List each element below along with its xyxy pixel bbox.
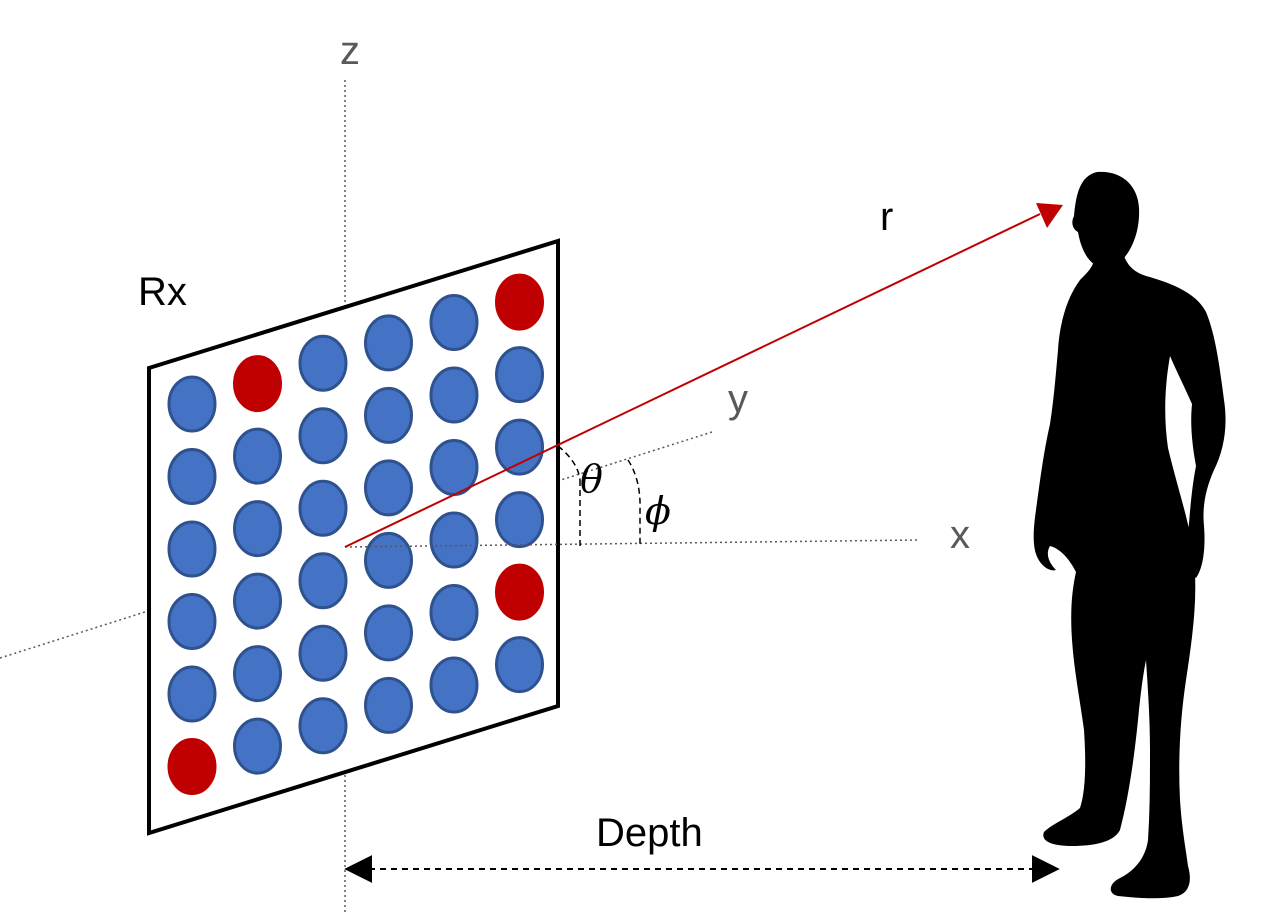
antenna-element — [233, 717, 282, 775]
highlighted-antenna-element — [495, 273, 544, 331]
antenna-element — [364, 386, 413, 444]
range-label: r — [880, 195, 893, 239]
antenna-element — [233, 427, 282, 485]
antenna-element — [298, 552, 348, 610]
human-silhouette-icon — [1033, 171, 1226, 899]
antenna-element — [167, 448, 217, 505]
antenna-element — [429, 511, 479, 569]
z-axis-label: z — [340, 29, 360, 73]
antenna-element — [298, 697, 348, 755]
antenna-element — [364, 676, 413, 734]
antenna-element — [429, 656, 479, 714]
antenna-element — [429, 584, 479, 641]
y-axis-label: y — [728, 377, 748, 421]
antenna-element — [298, 624, 348, 682]
rx-label: Rx — [138, 270, 187, 314]
highlighted-antenna-element — [495, 563, 544, 621]
antenna-element — [298, 407, 348, 465]
highlighted-antenna-element — [167, 738, 217, 795]
x-axis-label: x — [950, 513, 970, 557]
antenna-element — [495, 636, 544, 694]
phi-arc — [627, 459, 641, 544]
antenna-element-grid — [167, 273, 544, 795]
antenna-element — [495, 346, 544, 404]
antenna-element — [298, 479, 348, 537]
theta-label: θ — [580, 457, 603, 501]
phi-label: ϕ — [645, 489, 671, 533]
antenna-element — [233, 645, 282, 703]
antenna-element — [495, 418, 544, 476]
range-vector-r — [344, 213, 1041, 548]
antenna-element — [167, 520, 217, 578]
antenna-element — [167, 593, 217, 650]
antenna-element — [167, 375, 217, 433]
antenna-element — [364, 314, 413, 372]
antenna-element — [167, 665, 217, 723]
antenna-element — [233, 572, 282, 630]
antenna-element — [298, 334, 348, 392]
antenna-element — [429, 294, 479, 351]
antenna-element — [495, 491, 544, 549]
highlighted-antenna-element — [233, 355, 282, 413]
antenna-element — [429, 366, 479, 424]
antenna-element — [233, 500, 282, 558]
depth-label: Depth — [596, 811, 703, 855]
antenna-element — [364, 531, 413, 589]
theta-arc — [557, 445, 581, 481]
x-axis-line — [344, 539, 919, 548]
antenna-element — [364, 604, 413, 662]
range-vector-arrowhead — [1036, 203, 1063, 228]
antenna-element — [364, 459, 413, 517]
